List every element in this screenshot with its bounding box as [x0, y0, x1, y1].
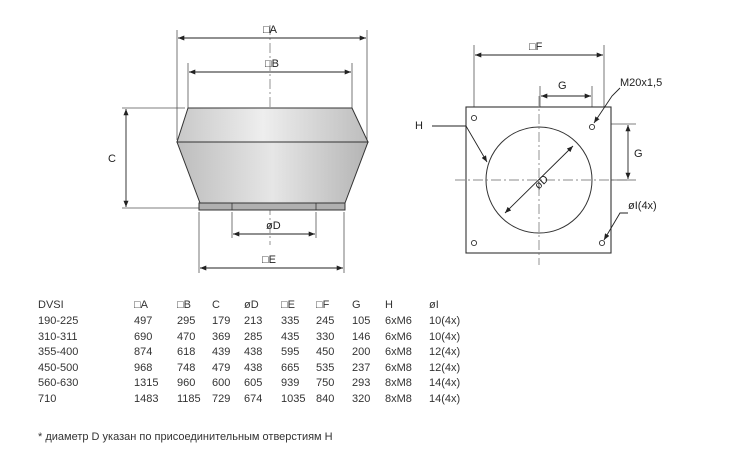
table-cell: 6xM8: [385, 361, 412, 374]
table-cell: 450-500: [38, 361, 79, 374]
table-row: 710 1483 1185 729 674 1035 840 320 8xM8 …: [38, 392, 469, 408]
dim-c-label: C: [108, 153, 116, 165]
table-cell: 605: [244, 377, 263, 389]
table-cell: 729: [212, 392, 231, 405]
table-cell: 179: [212, 315, 231, 327]
table-cell: 665: [281, 361, 300, 374]
table-cell: 14(4x): [429, 392, 461, 405]
table-cell: 213: [244, 315, 263, 327]
table-cell: 1483: [134, 392, 159, 405]
table-row: 450-500 968 748 479 438 665 535 237 6xM8…: [38, 361, 469, 377]
column-header-a: □A: [134, 299, 148, 311]
table-cell: 1035: [281, 392, 306, 405]
table-cell: 8xM8: [385, 377, 412, 389]
table-cell: 355-400: [38, 346, 79, 358]
table-cell: 6xM6: [385, 315, 412, 327]
dim-e-label: □E: [262, 254, 276, 266]
table-cell: 595: [281, 346, 300, 358]
dim-i-label: øI(4x): [628, 200, 657, 212]
column-header-h: H: [385, 299, 393, 311]
table-cell: 939: [281, 377, 300, 389]
column-header-c: C: [212, 299, 220, 311]
table-cell: 14(4x): [429, 377, 461, 389]
dim-g-right-label: G: [634, 148, 643, 160]
table-cell: 435: [281, 330, 300, 343]
column-header-d: øD: [244, 299, 259, 311]
table-cell: 285: [244, 330, 263, 343]
table-cell: 874: [134, 346, 153, 358]
table-cell: 8xM8: [385, 392, 412, 405]
table-cell: 105: [352, 315, 371, 327]
column-header-f: □F: [316, 299, 330, 311]
plan-view: øD □F G G H M20x1,5 øI(4x): [415, 41, 662, 265]
dim-a-label: □A: [263, 24, 278, 36]
table-cell: 438: [244, 346, 263, 358]
technical-drawing: □A □B C øD □E øD: [108, 24, 662, 273]
column-header-e: □E: [281, 299, 295, 311]
table-cell: 245: [316, 315, 335, 327]
dim-b-label: □B: [265, 58, 279, 70]
column-header-model: DVSI: [38, 299, 64, 311]
table-cell: 1185: [177, 392, 201, 405]
table-cell: 690: [134, 330, 153, 343]
table-cell: 470: [177, 330, 196, 343]
table-cell: 146: [352, 330, 371, 343]
column-header-g: G: [352, 299, 361, 311]
dim-g-top-label: G: [558, 80, 567, 92]
dim-d-label: øD: [266, 220, 281, 232]
table-cell: 6xM8: [385, 346, 412, 358]
table-cell: 310-311: [38, 330, 78, 343]
table-cell: 1315: [134, 377, 159, 389]
table-cell: 12(4x): [429, 346, 461, 358]
table-cell: 960: [177, 377, 196, 389]
side-view: □A □B C øD □E: [108, 24, 369, 273]
table-cell: 560-630: [38, 377, 79, 389]
table-row: 310-311 690 470 369 285 435 330 146 6xM6…: [38, 330, 469, 346]
table-cell: 618: [177, 346, 196, 358]
table-cell: 320: [352, 392, 371, 405]
table-cell: 497: [134, 315, 153, 327]
table-cell: 674: [244, 392, 263, 405]
table-cell: 750: [316, 377, 335, 389]
table-cell: 968: [134, 361, 153, 374]
dim-f-label: □F: [529, 41, 543, 53]
table-cell: 710: [38, 392, 57, 405]
table-cell: 293: [352, 377, 371, 389]
table-cell: 748: [177, 361, 196, 374]
table-cell: 6xM6: [385, 330, 412, 343]
dim-m-label: M20x1,5: [620, 77, 662, 89]
table-cell: 330: [316, 330, 335, 343]
table-cell: 840: [316, 392, 335, 405]
table-cell: 295: [177, 315, 196, 327]
table-cell: 479: [212, 361, 231, 374]
table-row: 560-630 1315 960 600 605 939 750 293 8xM…: [38, 376, 469, 392]
footnote: * диаметр D указан по присоединительным …: [38, 431, 333, 443]
table-cell: 237: [352, 361, 371, 374]
table-header-row: DVSI □A □B C øD □E □F G H øI: [38, 297, 469, 314]
column-header-i: øI: [429, 299, 439, 311]
table-row: 355-400 874 618 439 438 595 450 200 6xM8…: [38, 345, 469, 361]
table-cell: 450: [316, 346, 335, 358]
table-cell: 12(4x): [429, 361, 461, 374]
dimensions-table: DVSI □A □B C øD □E □F G H øI 190-225 497…: [38, 297, 469, 407]
table-cell: 438: [244, 361, 263, 374]
table-cell: 335: [281, 315, 300, 327]
table-row: 190-225 497 295 179 213 335 245 105 6xM6…: [38, 314, 469, 330]
column-header-b: □B: [177, 299, 191, 311]
dim-h-label: H: [415, 120, 423, 132]
table-cell: 10(4x): [429, 315, 461, 327]
table-cell: 10(4x): [429, 330, 461, 343]
table-cell: 200: [352, 346, 371, 358]
table-cell: 600: [212, 377, 231, 389]
table-cell: 369: [212, 330, 231, 343]
table-cell: 535: [316, 361, 335, 374]
table-cell: 439: [212, 346, 231, 358]
table-cell: 190-225: [38, 315, 79, 327]
